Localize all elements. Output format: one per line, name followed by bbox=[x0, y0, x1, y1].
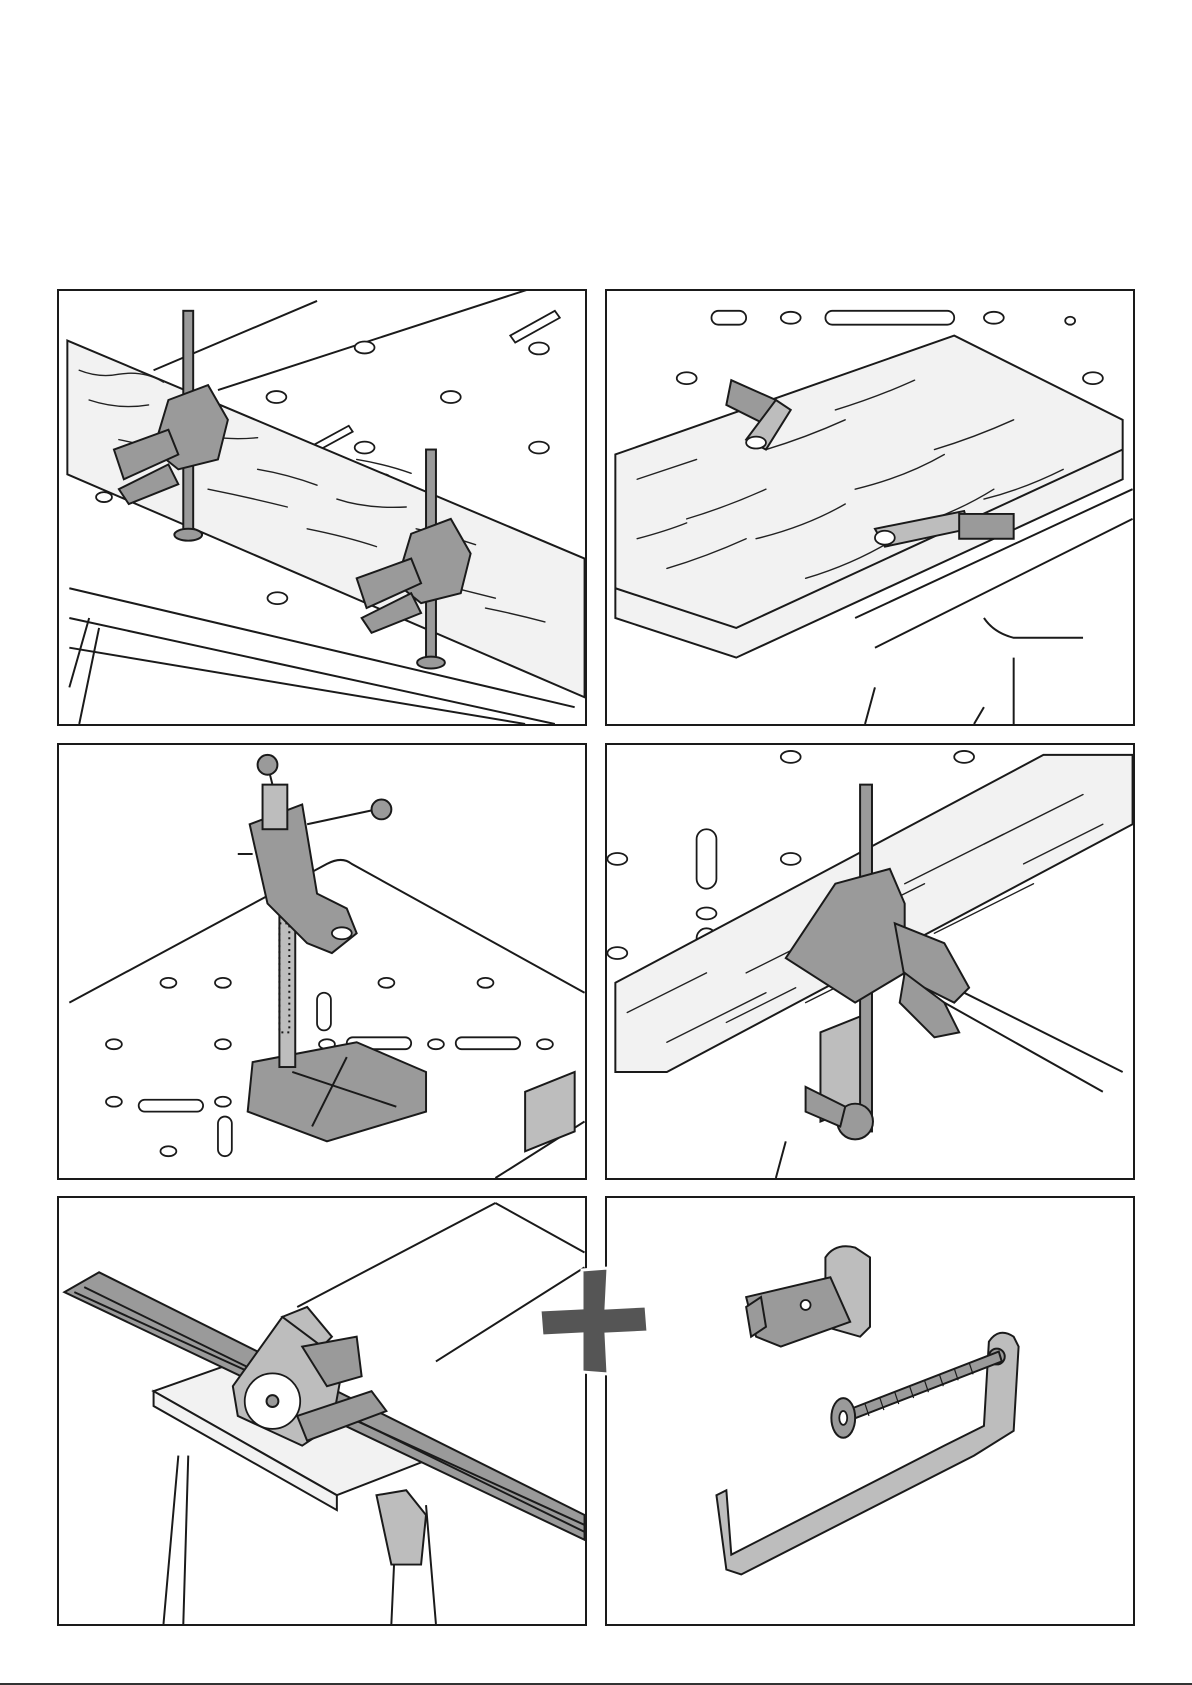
illustration-panel-bench-clamps bbox=[57, 289, 587, 726]
illustration-panel-vertical-clamp bbox=[605, 743, 1135, 1180]
clamping-dogs-illustration bbox=[607, 291, 1133, 724]
circular-saw-illustration bbox=[59, 1198, 585, 1624]
drill-stand-illustration bbox=[59, 745, 585, 1178]
plus-sign: + bbox=[536, 1262, 652, 1378]
plus-icon bbox=[536, 1262, 652, 1378]
illustration-panel-accessories bbox=[605, 1196, 1135, 1626]
vertical-clamp-illustration bbox=[607, 745, 1133, 1178]
bench-clamps-illustration bbox=[59, 291, 585, 724]
illustration-panel-drill-stand bbox=[57, 743, 587, 1180]
illustration-panel-clamping-dogs bbox=[605, 289, 1135, 726]
illustration-panel-circular-saw bbox=[57, 1196, 587, 1626]
accessories-illustration bbox=[607, 1198, 1133, 1624]
